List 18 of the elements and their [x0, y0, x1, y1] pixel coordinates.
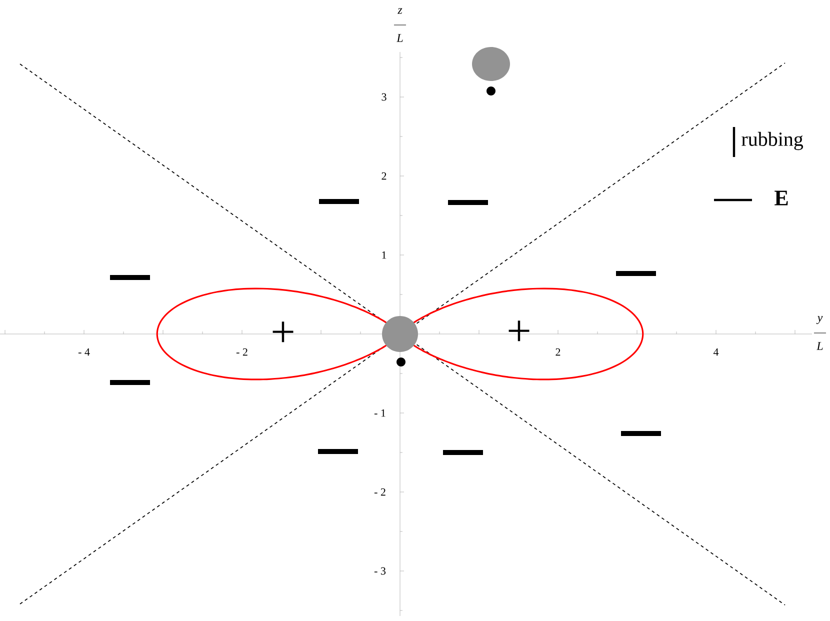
legend-label: rubbing [742, 132, 804, 150]
legend-label: E [774, 190, 788, 206]
tick-label: - 3 [374, 567, 386, 575]
axis-label: L [396, 34, 403, 42]
axis-label: y [816, 316, 823, 324]
plus-sign: + [272, 322, 294, 342]
tick-label: - 2 [374, 488, 386, 496]
tick-label: 4 [713, 348, 719, 356]
tick-label: - 4 [78, 348, 90, 356]
tick-label: 1 [382, 251, 386, 259]
tick-label: 2 [556, 348, 560, 356]
axis-label: z [398, 8, 402, 14]
plus-sign: + [508, 320, 530, 342]
tick-label: - 1 [374, 409, 386, 417]
tick-label: 3 [382, 93, 386, 101]
tick-label: - 2 [236, 348, 248, 356]
axis-label: L [816, 342, 823, 350]
tick-label: 2 [382, 172, 386, 180]
